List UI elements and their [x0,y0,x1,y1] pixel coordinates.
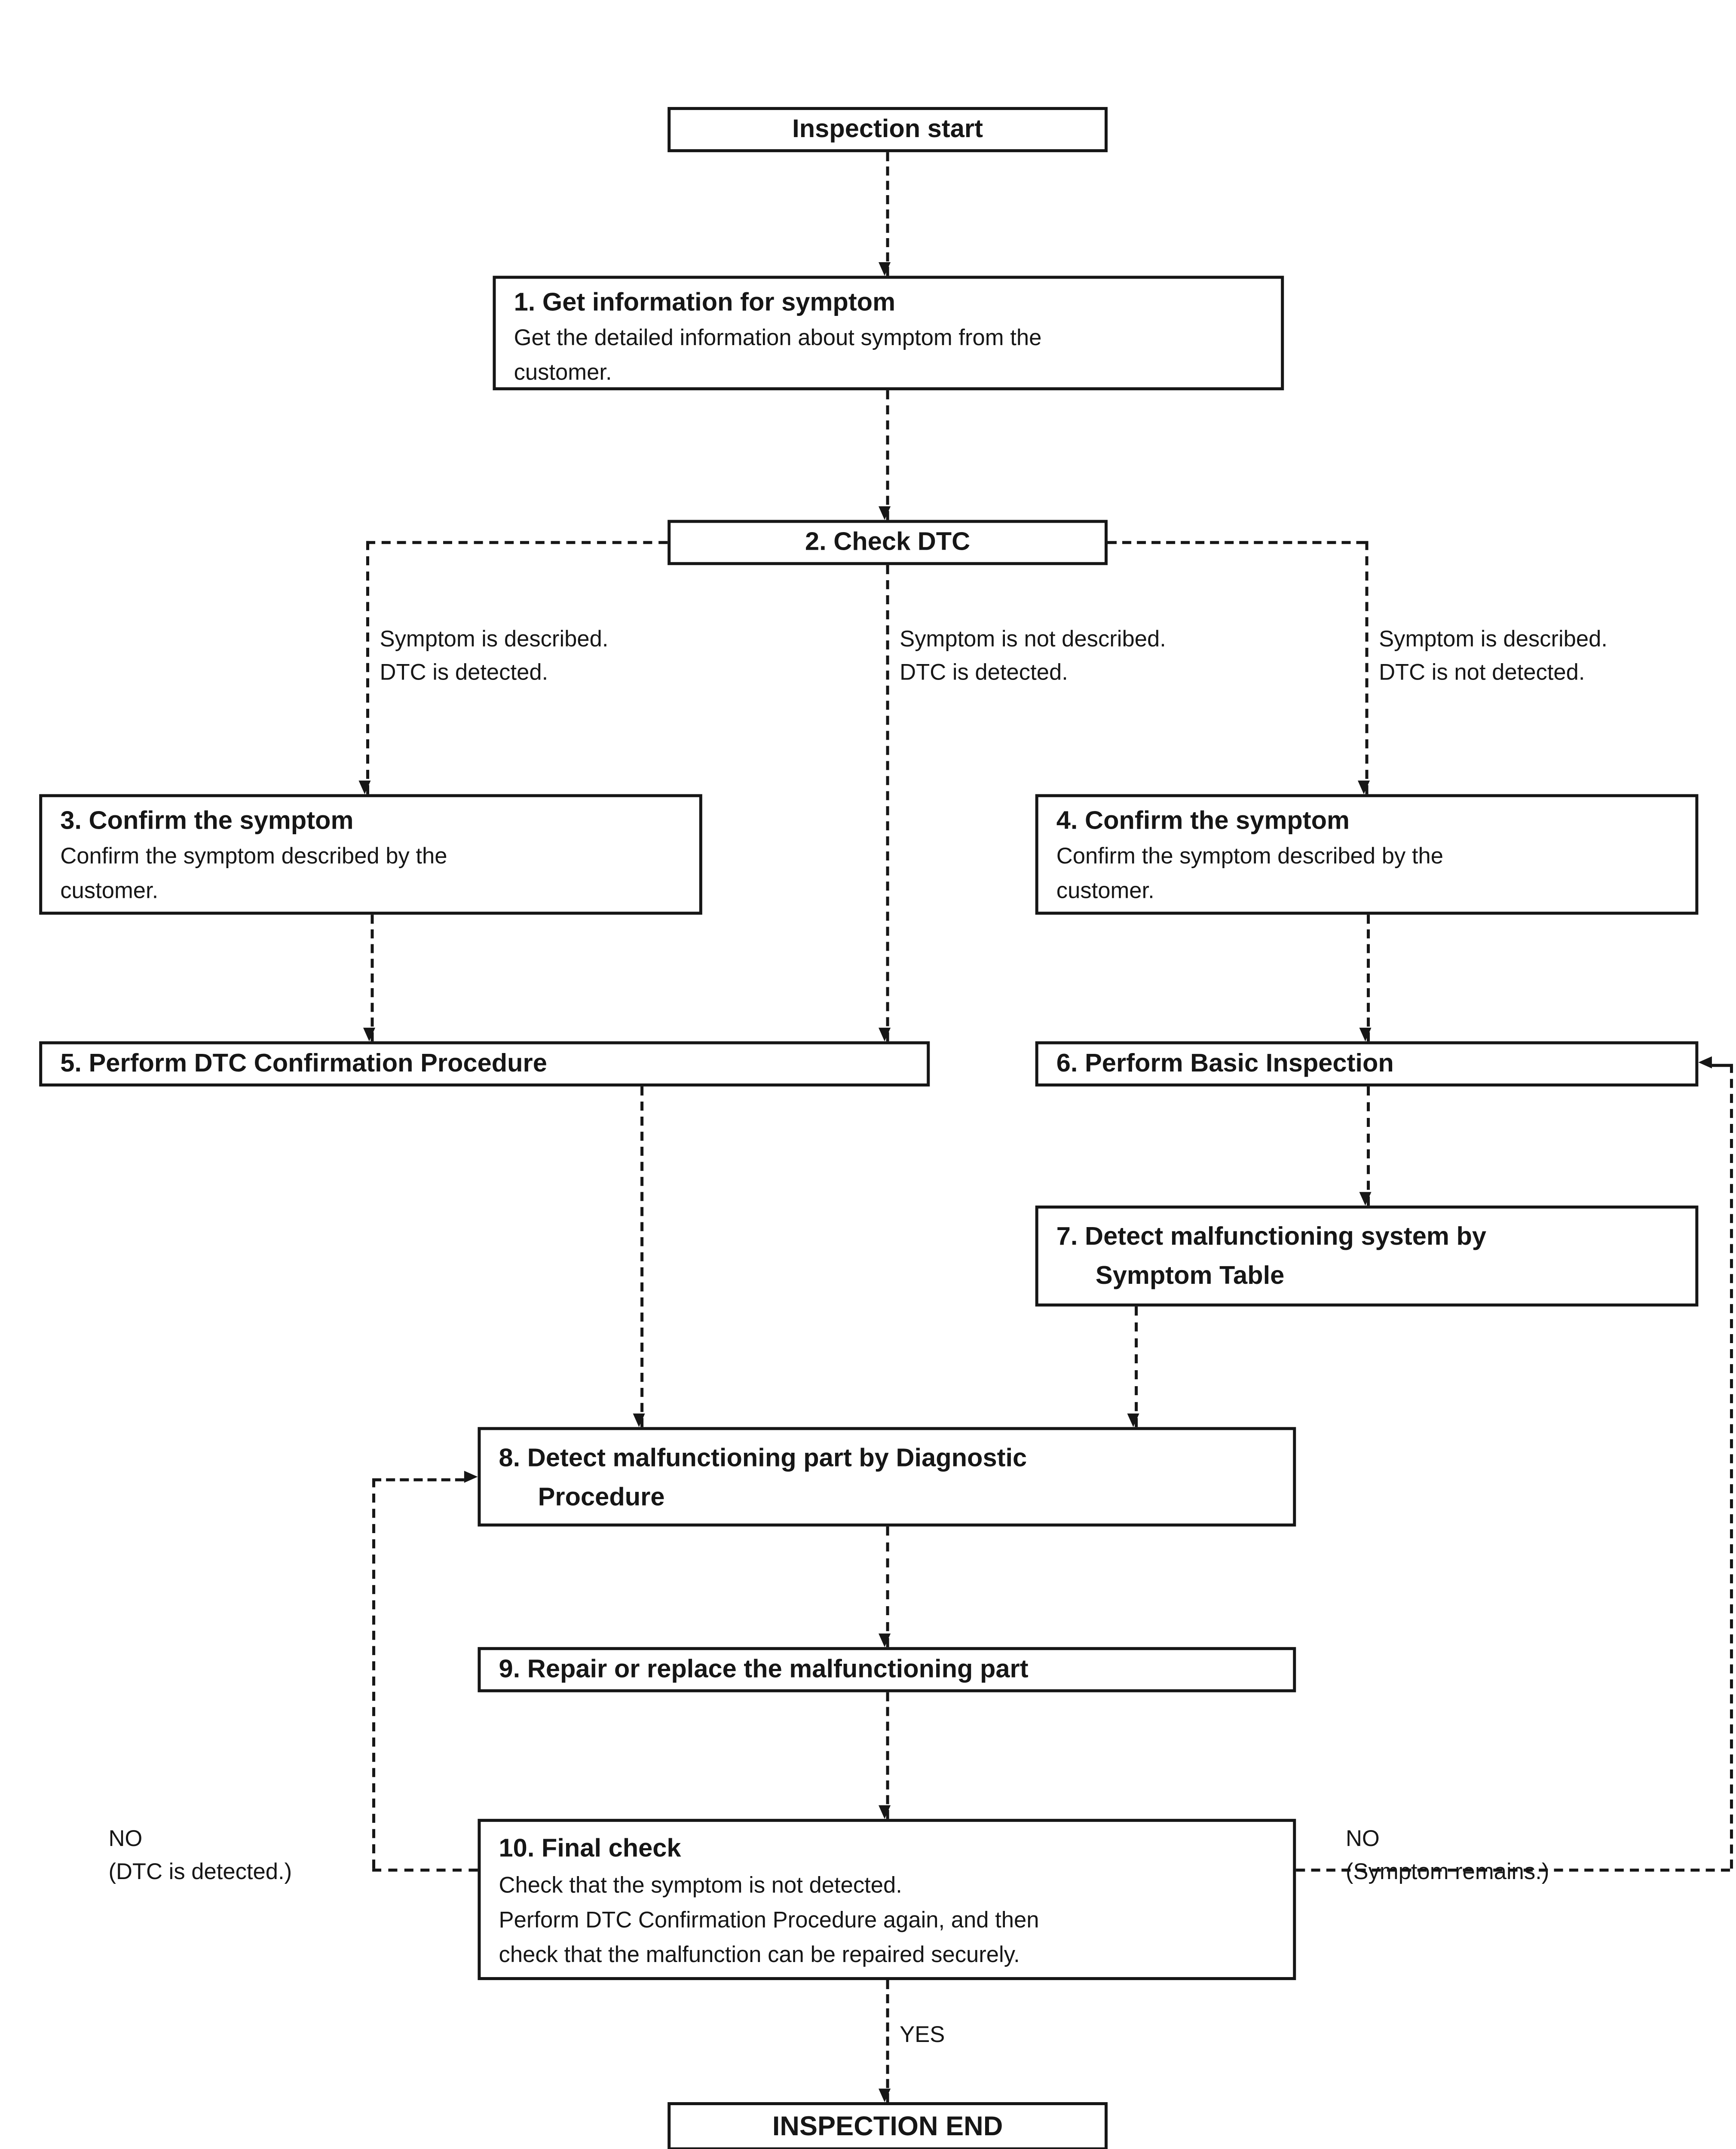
node-step3-body-line2: customer. [60,879,159,904]
node-step1-body-line1: Get the detailed information about sympt… [514,325,1042,351]
edge-start-to-step1 [886,152,889,276]
branch-label-left: Symptom is described. DTC is detected. [380,624,609,690]
node-step10-body-line3: check that the malfunction can be repair… [499,1942,1020,1968]
arrowhead-start-to-step1 [879,262,891,276]
node-inspection-start: Inspection start [667,107,1108,153]
arrowhead-step4-to-step6 [1359,1028,1372,1041]
arrowhead-no-symptom-loop-to-step6 [1698,1056,1712,1068]
edge-step2-branch-left-vertical [366,541,369,794]
edge-step8-to-step9 [886,1526,889,1647]
branch-label-middle-line1: Symptom is not described. [900,627,1166,653]
branch-label-middle: Symptom is not described. DTC is detecte… [900,624,1166,690]
node-step7-title-line1: 7. Detect malfunctioning system by [1056,1222,1487,1251]
node-step5-dtc-confirmation: 5. Perform DTC Confirmation Procedure [39,1041,930,1087]
loop-label-no-symptom-line2: (Symptom remains.) [1345,1859,1549,1886]
node-step3-title: 3. Confirm the symptom [60,806,354,835]
branch-label-right-line2: DTC is not detected. [1379,660,1585,686]
edge-step6-to-step7 [1367,1086,1370,1206]
node-step1-title: 1. Get information for symptom [514,288,896,317]
node-inspection-start-label: Inspection start [792,114,983,144]
branch-label-right: Symptom is described. DTC is not detecte… [1379,624,1607,690]
node-step4-title: 4. Confirm the symptom [1056,806,1350,835]
edge-step1-to-step2 [886,390,889,520]
arrowhead-branch-right-to-step4 [1357,781,1370,794]
arrowhead-branch-middle-to-step5 [879,1028,891,1041]
loop-label-no-dtc-line1: NO [108,1826,143,1852]
edge-step4-to-step6 [1367,915,1370,1041]
edge-step7-to-step8 [1135,1306,1138,1427]
node-step6-title: 6. Perform Basic Inspection [1056,1049,1394,1078]
arrowhead-step1-to-step2 [879,506,891,520]
arrowhead-step8-to-step9 [879,1633,891,1647]
node-step7-title-line2: Symptom Table [1095,1261,1285,1290]
branch-label-left-line2: DTC is detected. [380,660,548,686]
arrowhead-yes-to-end [879,2088,891,2103]
node-step10-title: 10. Final check [499,1834,681,1863]
node-step1-body-line2: customer. [514,360,612,386]
arrowhead-step6-to-step7 [1359,1192,1372,1206]
node-step10-final-check: 10. Final check Check that the symptom i… [478,1818,1296,1981]
edge-step3-to-step5 [370,915,374,1041]
edge-step10-yes-to-end [886,1980,889,2103]
loop-label-no-dtc-line2: (DTC is detected.) [108,1859,292,1886]
node-inspection-end-label: INSPECTION END [772,2111,1003,2142]
branch-label-right-line1: Symptom is described. [1379,627,1608,653]
edge-step5-to-step8 [640,1086,644,1427]
edge-no-dtc-loop-vertical [372,1478,376,1869]
node-step4-confirm-symptom: 4. Confirm the symptom Confirm the sympt… [1035,794,1699,915]
arrowhead-no-dtc-loop-to-step8 [464,1470,478,1483]
node-step7-detect-system: 7. Detect malfunctioning system by Sympt… [1035,1205,1699,1307]
node-step2-title: 2. Check DTC [805,527,971,556]
edge-no-symptom-loop-vertical [1730,1064,1733,1869]
branch-label-middle-line2: DTC is detected. [900,660,1068,686]
edge-no-dtc-loop-top [372,1478,464,1482]
loop-label-yes: YES [900,2022,945,2048]
edge-step2-branch-middle-vertical [886,565,889,1041]
node-step2-check-dtc: 2. Check DTC [667,520,1108,565]
node-step8-title-line2: Procedure [538,1483,665,1512]
arrowhead-step7-to-step8 [1127,1413,1139,1427]
node-inspection-end: INSPECTION END [667,2102,1108,2149]
arrowhead-step3-to-step5 [363,1028,376,1041]
node-step1-get-information: 1. Get information for symptom Get the d… [493,276,1284,391]
branch-label-left-line1: Symptom is described. [380,627,609,653]
node-step10-body-line2: Perform DTC Confirmation Procedure again… [499,1907,1039,1934]
node-step10-body-line1: Check that the symptom is not detected. [499,1873,902,1899]
arrowhead-step5-to-step8 [633,1413,645,1427]
edge-step2-branch-left-horizontal [366,541,668,544]
node-step6-basic-inspection: 6. Perform Basic Inspection [1035,1041,1699,1087]
node-step4-body-line1: Confirm the symptom described by the [1056,844,1444,870]
edge-step9-to-step10 [886,1692,889,1819]
node-step8-detect-part: 8. Detect malfunctioning part by Diagnos… [478,1427,1296,1527]
loop-label-no-symptom-remains: NO (Symptom remains.) [1346,1823,1549,1889]
edge-no-symptom-loop-bottom [1296,1868,1730,1872]
edge-step2-branch-right-horizontal [1107,541,1366,544]
node-step9-repair-replace: 9. Repair or replace the malfunctioning … [478,1647,1296,1693]
loop-label-no-symptom-line1: NO [1345,1826,1380,1852]
arrowhead-step9-to-step10 [879,1805,891,1819]
node-step4-body-line2: customer. [1056,879,1154,904]
node-step8-title-line1: 8. Detect malfunctioning part by Diagnos… [499,1443,1027,1472]
arrowhead-branch-left-to-step3 [358,781,371,794]
node-step9-title: 9. Repair or replace the malfunctioning … [499,1654,1029,1684]
edge-no-symptom-loop-top [1712,1064,1730,1067]
edge-no-dtc-loop-bottom [372,1868,478,1872]
node-step3-confirm-symptom: 3. Confirm the symptom Confirm the sympt… [39,794,702,915]
node-step5-title: 5. Perform DTC Confirmation Procedure [60,1049,547,1078]
node-step3-body-line1: Confirm the symptom described by the [60,844,447,870]
loop-label-no-dtc-detected: NO (DTC is detected.) [108,1823,292,1889]
edge-step2-branch-right-vertical [1365,541,1369,794]
